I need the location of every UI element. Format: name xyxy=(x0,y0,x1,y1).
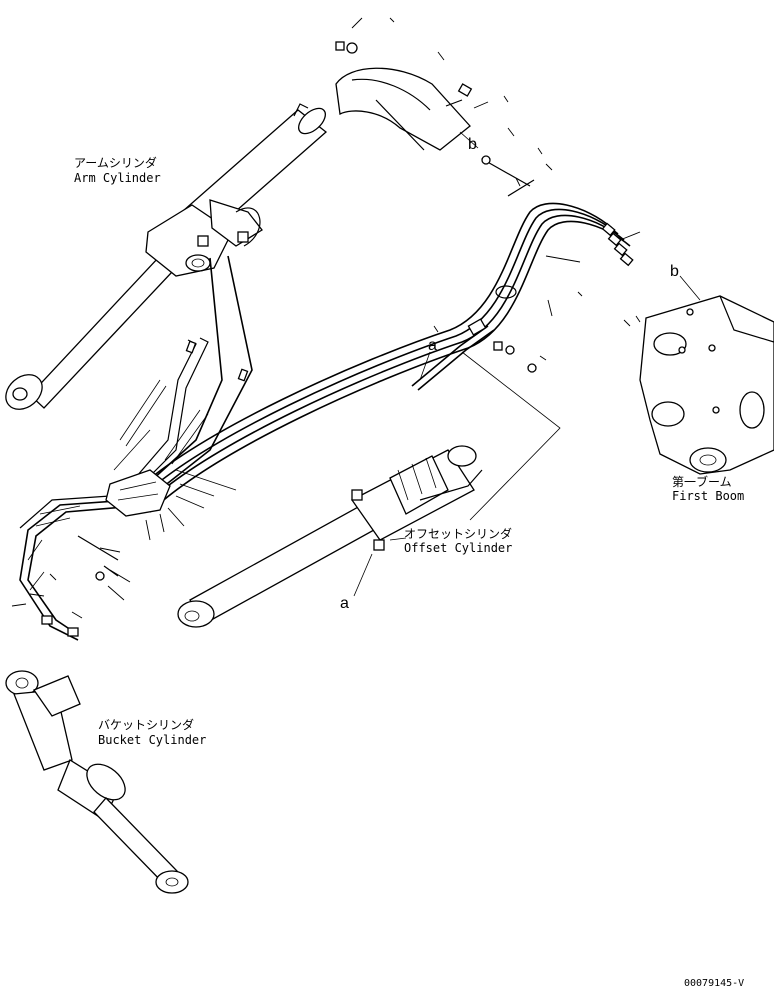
bucket-cylinder-hoses xyxy=(19,469,171,641)
offset-hose-assembly xyxy=(411,318,561,521)
first-boom-label-en: First Boom xyxy=(672,489,745,503)
arm-cylinder xyxy=(5,103,328,410)
first-boom-label-jp: 第一ブーム xyxy=(672,475,732,489)
arm-cylinder-label-en: Arm Cylinder xyxy=(74,171,161,185)
bucket-cylinder-label-jp: バケットシリンダ xyxy=(98,718,195,732)
arm-cylinder-label-jp: アームシリンダ xyxy=(74,156,157,170)
callout-b-upper: b xyxy=(468,136,477,153)
offset-cylinder xyxy=(177,445,483,628)
callout-b-right: b xyxy=(670,263,679,280)
arm-cylinder-hoses xyxy=(113,255,253,506)
offset-cylinder-label-en: Offset Cylinder xyxy=(404,541,513,555)
bucket-cylinder xyxy=(5,670,189,894)
hose-guard xyxy=(335,41,535,197)
drawing-code: 00079145-V xyxy=(684,978,745,989)
callout-a-upper: a xyxy=(428,337,437,354)
leader-lines xyxy=(11,17,701,619)
callout-a-lower: a xyxy=(340,595,349,612)
bucket-cylinder-label-en: Bucket Cylinder xyxy=(98,733,207,747)
offset-cylinder-label-jp: オフセットシリンダ xyxy=(404,527,513,541)
first-boom xyxy=(639,295,774,475)
